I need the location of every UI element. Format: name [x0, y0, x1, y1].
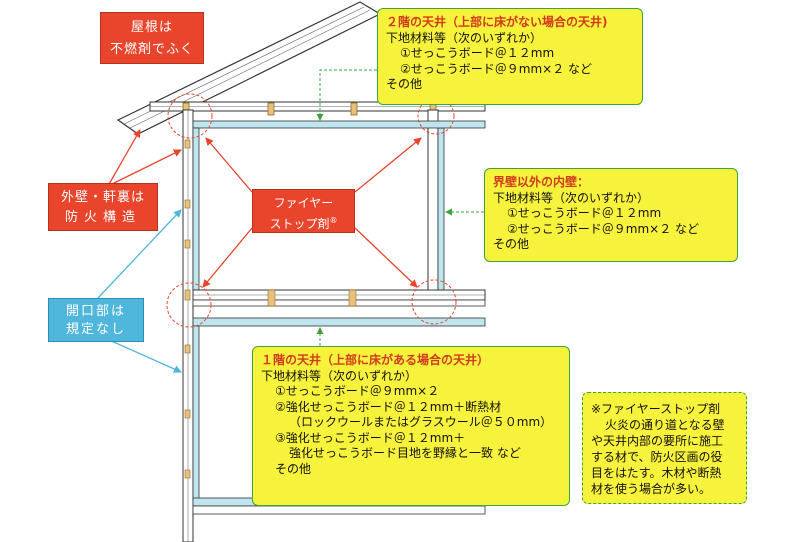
firestop-marker-top-left: [167, 93, 213, 139]
firestop-label-line2: ストップ剤: [269, 217, 330, 231]
ceiling-2f-other: その他: [386, 77, 423, 91]
ceiling-2f-callout: ２階の天井（上部に床がない場合の天井) 下地材料等（次のいずれか） ①せっこうボ…: [377, 8, 643, 105]
ceiling-1f-item-3a: ③強化せっこうボード＠１２mm＋: [275, 430, 466, 445]
interior-wall: [427, 109, 445, 303]
roof-label: 屋根は 不燃剤でふく: [100, 12, 204, 64]
firestop-arrows: [202, 137, 422, 288]
opening-arrows: [97, 209, 182, 373]
opening-label: 開口部は 規定なし: [48, 298, 144, 342]
firestop-markers: [166, 93, 457, 328]
outer-wall: [182, 109, 194, 542]
callout-leaders: [316, 69, 484, 346]
interior-wall-heading: 界壁以外の内壁：: [493, 175, 590, 189]
ceiling-1f-item-3b: 強化せっこうボード目地を野縁と一致 など: [289, 446, 521, 460]
firestop-note: ※ファイヤーストップ剤 火炎の通り道となる壁 や天井内部の要所に施工 する材で、…: [582, 392, 747, 504]
note-line-4: する材で、防火区画の役: [591, 450, 723, 464]
note-line-1: ※ファイヤーストップ剤: [591, 402, 721, 416]
ceiling-1f-intro: 下地材料等（次のいずれか）: [261, 368, 418, 383]
firestop-label: ファイヤー ストップ剤®: [252, 189, 355, 233]
ceiling-2f-heading: ２階の天井（上部に床がない場合の天井): [386, 15, 608, 29]
note-line-2: 火炎の通り道となる壁: [605, 418, 725, 432]
ceiling-1f-item-2b: （ロックウールまたはグラスウール＠５０mm）: [289, 415, 553, 429]
firestop-label-line1: ファイヤー: [273, 196, 334, 210]
note-line-3: や天井内部の要所に施工: [591, 434, 724, 448]
interior-wall-other: その他: [493, 237, 530, 251]
opening-label-line2: 規定なし: [65, 322, 126, 337]
note-line-5: 目をはたす。木材や断熱: [591, 466, 722, 480]
firestop-marker-top-right: [417, 97, 455, 135]
opening-label-line1: 開口部は: [65, 304, 126, 319]
exterior-arrows: [107, 129, 182, 187]
interior-wall-intro: 下地材料等（次のいずれか）: [493, 190, 650, 205]
interior-wall-callout: 界壁以外の内壁： 下地材料等（次のいずれか） ①せっこうボード＠１２mm ②せっ…: [484, 168, 738, 262]
ceiling-1f-item-1: ①せっこうボード＠９mm×２: [275, 384, 440, 398]
ceiling-2f-item-2: ②せっこうボード＠９mm×２ など: [400, 61, 593, 76]
note-line-6: 材を使う場合が多い。: [591, 482, 712, 496]
firestop-marker-mid-right: [411, 279, 457, 325]
floor-joist: [192, 289, 486, 307]
ceiling-1f-heading: １階の天井（上部に床がある場合の天井）: [261, 353, 490, 367]
interior-wall-item-2: ②せっこうボード＠９mm×２ など: [507, 221, 700, 236]
exterior-wall-label-line2: 防火構造: [64, 210, 141, 225]
registered-mark: ®: [329, 216, 338, 225]
ceiling-1f-callout: １階の天井（上部に床がある場合の天井） 下地材料等（次のいずれか） ①せっこうボ…: [252, 346, 570, 506]
exterior-wall-label: 外壁・軒裏は 防火構造: [48, 183, 158, 231]
exterior-wall-label-line1: 外壁・軒裏は: [60, 190, 145, 205]
roof-label-line1: 屋根は: [130, 20, 173, 35]
ceiling-1f-other: その他: [275, 461, 312, 476]
interior-wall-item-1: ①せっこうボード＠１２mm: [507, 206, 662, 220]
ceiling-2f-item-1: ①せっこうボード＠１２mm: [400, 46, 555, 60]
ceiling-1f-item-2a: ②強化せっこうボード＠１２mm＋断熱材: [275, 399, 502, 414]
roof-label-line2: 不燃剤でふく: [109, 42, 194, 57]
ceiling-2f-intro: 下地材料等（次のいずれか）: [386, 30, 543, 45]
firestop-marker-mid-left: [166, 282, 212, 328]
